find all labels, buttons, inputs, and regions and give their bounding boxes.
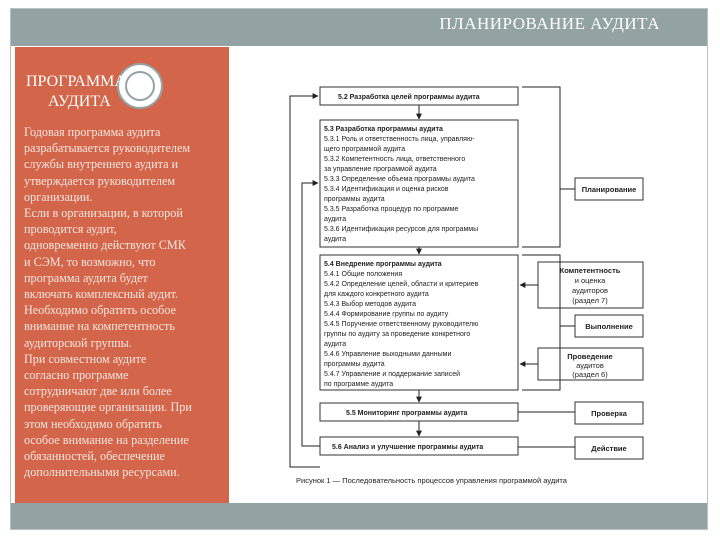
box-5-3-line: программы аудита [324, 196, 385, 203]
box-5-4-line: для каждого конкретного аудита [324, 291, 429, 298]
sidebar-body-line: дополнительными ресурсами. [24, 465, 180, 480]
sidebar-body-line: согласно программе [24, 368, 129, 383]
label-check: Проверка [591, 409, 628, 418]
sidebar-body-line: одновременно действуют СМК [24, 238, 186, 253]
sidebar-body-line: программа аудита будет [24, 270, 148, 285]
sidebar-body-line: и СЭМ, то возможно, что [24, 254, 156, 269]
bracket-planning [522, 86, 561, 248]
arrow-feedback-outer [289, 93, 320, 468]
sidebar-body-line: этом необходимо обратить [24, 416, 162, 431]
box-5-3-line: 5.3.1 Роль и ответственность лица, управ… [324, 136, 475, 143]
box-5-3-line: аудита [324, 236, 346, 243]
box-5-4-line: 5.4.3 Выбор методов аудита [324, 300, 416, 308]
diagram-caption: Рисунок 1 — Последовательность процессов… [296, 476, 568, 485]
box-5-4-title: 5.4 Внедрение программы аудита [324, 261, 442, 268]
label-conduct-line: Проведение [567, 352, 612, 361]
box-5-3-line: щего программой аудита [324, 145, 405, 153]
box-5-6-text: 5.6 Анализ и улучшение программы аудита [332, 444, 483, 451]
audit-program-flow-diagram: 5.2 Разработка целей программы аудита 5.… [289, 86, 644, 485]
arrow-feedback-inner [301, 180, 320, 447]
box-5-5-text: 5.5 Мониторинг программы аудита [346, 410, 468, 417]
label-box-check [574, 401, 644, 425]
box-5-4-line: по программе аудита [324, 381, 393, 388]
header-band [11, 9, 707, 46]
sidebar-heading: ПРОГРАММА АУДИТА [26, 72, 226, 112]
label-box-act [574, 436, 644, 460]
sidebar-body-line: внимание на компетентность [24, 319, 175, 334]
box-5-4-line: 5.4.6 Управление выходными данными [324, 351, 451, 358]
footer-band [11, 503, 707, 529]
box-5-4-line: 5.4.1 Общие положения [324, 270, 402, 278]
box-5-4-line: программы аудита [324, 361, 385, 368]
sidebar-body-line: обязанностей, обеспечение [24, 449, 165, 464]
sidebar-body-line: Необходимо обратить особое [24, 303, 177, 318]
sidebar-body-line: проводится аудит, [24, 222, 117, 237]
sidebar-body-line: проверяющие организации. При [24, 400, 192, 415]
label-competence-line: (раздел 7) [572, 296, 608, 305]
box-5-2-text: 5.2 Разработка целей программы аудита [338, 93, 480, 101]
sidebar-body-line: Годовая программа аудита [24, 125, 161, 139]
box-5-4-line: 5.4.2 Определение целей, области и крите… [324, 280, 479, 288]
box-5-3-line: 5.3.2 Компетентность лица, ответственног… [324, 156, 465, 163]
box-5-4-line: аудита [324, 341, 346, 348]
sidebar-panel [15, 47, 229, 503]
label-conduct-line: аудитов [576, 361, 604, 370]
sidebar-body-line: сотрудничают две или более [24, 384, 172, 399]
sidebar-body-line: включать комплексный аудит. [24, 287, 179, 302]
box-5-3-title: 5.3 Разработка программы аудита [324, 125, 443, 133]
label-planning: Планирование [582, 185, 637, 194]
circle-ornament [117, 63, 163, 109]
sidebar-body-line: разрабатывается руководителем [24, 141, 191, 156]
slide-title: ПЛАНИРОВАНИЕ АУДИТА [439, 14, 660, 33]
sidebar-body-line: особое внимание на разделение [24, 432, 189, 447]
label-competence-line: и оценка [575, 276, 606, 285]
sidebar-body-line: аудиторской группы. [24, 335, 132, 350]
label-competence-line: Компетентность [560, 266, 621, 275]
box-5-4-line: 5.4.4 Формирование группы по аудиту [324, 311, 449, 318]
sidebar-body: Годовая программа аудита разрабатывается… [24, 124, 228, 480]
sidebar-body-line: Если в организации, в которой [24, 206, 183, 221]
circle-ornament-inner [125, 71, 155, 101]
slide-frame [10, 8, 708, 530]
box-5-3-line: за управление программой аудита [324, 165, 437, 173]
box-5-3-line: 5.3.6 Идентификация ресурсов для програм… [324, 226, 478, 233]
box-5-3-line: аудита [324, 216, 346, 223]
box-5-3-line: 5.3.5 Разработка процедур по программе [324, 205, 459, 213]
sidebar-heading-line2: АУДИТА [48, 93, 111, 110]
label-competence-line: аудиторов [572, 286, 608, 295]
box-5-4-line: 5.4.7 Управление и поддержание записей [324, 370, 460, 378]
label-act: Действие [591, 444, 626, 453]
sidebar-heading-line1: ПРОГРАММА [26, 73, 126, 90]
label-execution: Выполнение [585, 322, 633, 331]
label-conduct-line: (раздел 6) [572, 370, 608, 379]
sidebar-body-line: утверждается руководителем [24, 173, 176, 188]
sidebar-body-line: организации. [24, 189, 93, 204]
box-5-4-line: 5.4.5 Поручение ответственному руководит… [324, 321, 478, 328]
box-5-4-line: группы по аудиту за проведение конкретно… [324, 331, 470, 338]
sidebar-body-line: При совместном аудите [24, 351, 147, 366]
box-5-3-line: 5.3.4 Идентификация и оценка рисков [324, 186, 449, 193]
sidebar-body-line: службы внутреннего аудита и [24, 157, 179, 172]
box-5-3-line: 5.3.3 Определение объема программы аудит… [324, 175, 475, 183]
bracket-execution [522, 254, 561, 391]
